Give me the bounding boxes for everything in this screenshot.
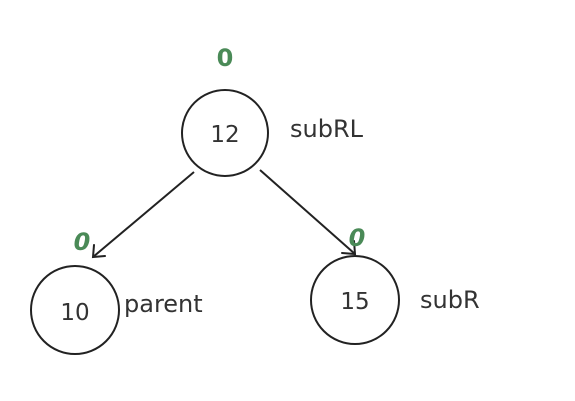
root-node-circle	[181, 89, 269, 177]
left-node: 10	[30, 265, 120, 355]
arrowhead-left	[91, 244, 106, 259]
edge-root-to-right	[259, 169, 356, 255]
right-node-label: subR	[420, 286, 480, 314]
right-node: 15	[310, 255, 400, 345]
arrowhead-right	[341, 240, 357, 256]
edge-root-to-left	[92, 171, 195, 258]
root-node-label: subRL	[290, 115, 364, 143]
left-node-circle	[30, 265, 120, 355]
root-node-value: 12	[210, 122, 239, 148]
root-balance-factor: 0	[217, 44, 234, 72]
left-node-value: 10	[60, 300, 89, 326]
left-balance-factor: 0	[74, 228, 91, 256]
root-node: 12	[181, 89, 269, 177]
right-node-circle	[310, 255, 400, 345]
left-node-label: parent	[124, 290, 203, 318]
right-node-value: 15	[340, 289, 369, 315]
right-balance-factor: 0	[349, 224, 366, 252]
